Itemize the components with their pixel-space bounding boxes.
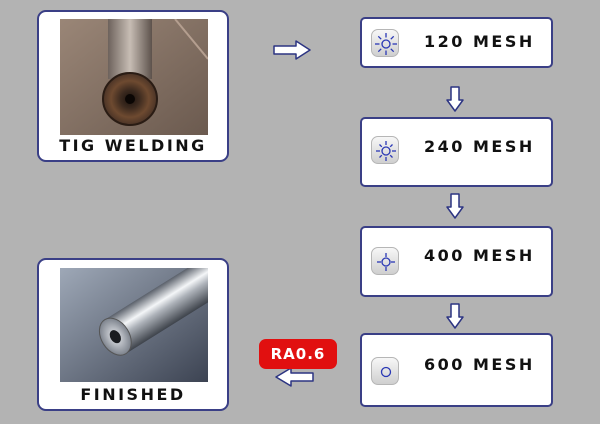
step-240-mesh: 240 MESH: [360, 117, 553, 187]
step-600-mesh: 600 MESH: [360, 333, 553, 407]
step-label: 240 MESH: [424, 137, 535, 156]
arrow-down-icon: [446, 193, 464, 219]
step-label: 600 MESH: [424, 355, 535, 374]
step-120-mesh: 120 MESH: [360, 17, 553, 68]
step-label: 400 MESH: [424, 246, 535, 265]
finished-photo: [60, 268, 208, 382]
finished-caption: FINISHED: [80, 385, 186, 404]
roughness-badge: RA0.6: [259, 339, 337, 369]
arrow-right-icon: [273, 40, 311, 60]
bright-sun-icon: [371, 29, 399, 57]
sun-icon: [371, 136, 399, 164]
tig-welding-caption: TIG WELDING: [59, 136, 207, 155]
arrow-down-icon: [446, 86, 464, 112]
arrow-down-icon: [446, 303, 464, 329]
tig-welding-photo: [60, 19, 208, 135]
finished-card: FINISHED: [37, 258, 229, 411]
step-400-mesh: 400 MESH: [360, 226, 553, 297]
arrow-left-icon: [275, 367, 314, 387]
step-label: 120 MESH: [424, 32, 535, 51]
circle-icon: [371, 357, 399, 385]
tig-welding-card: TIG WELDING: [37, 10, 229, 162]
crosshair-icon: [371, 247, 399, 275]
